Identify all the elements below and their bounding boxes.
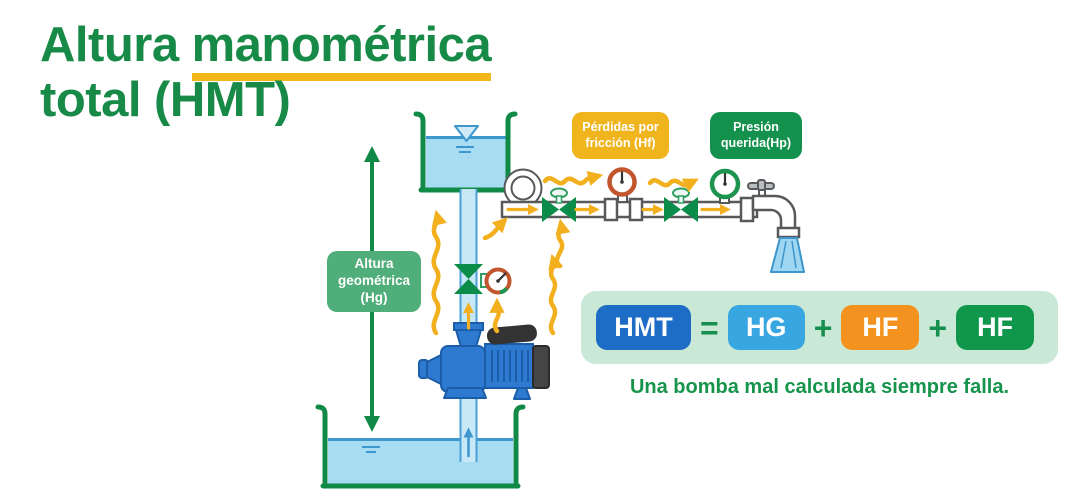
label-line: fricción (Hf)	[585, 136, 656, 151]
altura-geometrica-label: Altura geométrica (Hg)	[327, 251, 421, 312]
faucet-icon	[747, 179, 805, 273]
hmt-formula-panel: HMT = HG + HF + HF	[581, 291, 1058, 364]
presion-querida-label: Presión querida(Hp)	[710, 112, 802, 159]
flow-arrow-icon	[431, 209, 447, 336]
label-line: Presión	[733, 120, 779, 134]
plus-sign: +	[928, 309, 948, 346]
label-line: Pérdidas por	[582, 120, 659, 134]
pipe-loop	[503, 168, 543, 208]
equals-sign: =	[700, 309, 719, 346]
water-spray	[770, 237, 805, 273]
pipe-flange	[739, 196, 755, 223]
label-line: querida(Hp)	[720, 136, 792, 151]
formula-term-hf-orange: HF	[841, 305, 920, 350]
pipe-flange	[628, 197, 644, 222]
formula-term-hf-green: HF	[956, 305, 1035, 350]
pipe-flange	[603, 197, 619, 222]
pump-icon	[418, 322, 550, 400]
flow-arrow-icon	[647, 178, 699, 193]
title-underlined-word: manométrica	[191, 18, 492, 81]
lower-tank	[315, 404, 526, 489]
pump-motor-cap	[532, 345, 550, 389]
pressure-gauge-icon	[709, 168, 741, 204]
flow-arrow-icon	[554, 218, 571, 269]
label-line: geométrica	[337, 272, 411, 288]
gate-valve-icon	[542, 187, 576, 222]
tagline: Una bomba mal calculada siempre falla.	[629, 376, 1010, 398]
title-word: Altura	[40, 18, 179, 72]
perdidas-friccion-label: Pérdidas por fricción (Hf)	[572, 112, 669, 159]
in-pipe-arrows	[463, 204, 731, 330]
label-line: (Hg)	[360, 289, 388, 305]
lower-tank-water	[328, 438, 513, 485]
pressure-gauge-icon	[607, 167, 637, 203]
lower-water-dashes	[362, 446, 380, 453]
water-level-dashes	[456, 146, 474, 153]
plus-sign: +	[813, 309, 833, 346]
label-line: Altura	[354, 256, 394, 271]
title-line-2: total (HMT)	[40, 73, 291, 128]
pressure-gauge-icon	[484, 267, 512, 295]
water-spray-lines	[780, 240, 797, 269]
upper-tank-water	[426, 136, 506, 189]
flow-arrows	[431, 170, 699, 336]
upper-tank	[413, 111, 518, 193]
formula-term-hg: HG	[727, 305, 805, 350]
flow-arrow-icon	[482, 217, 508, 241]
formula-term-hmt: HMT	[596, 305, 691, 350]
flow-arrow-icon	[542, 170, 604, 186]
flow-arrow-icon	[489, 297, 505, 334]
water-level-marker-icon	[454, 125, 479, 142]
pump-handle	[486, 324, 537, 345]
lower-tank-walls	[315, 404, 526, 489]
flow-arrow-icon	[548, 253, 564, 336]
